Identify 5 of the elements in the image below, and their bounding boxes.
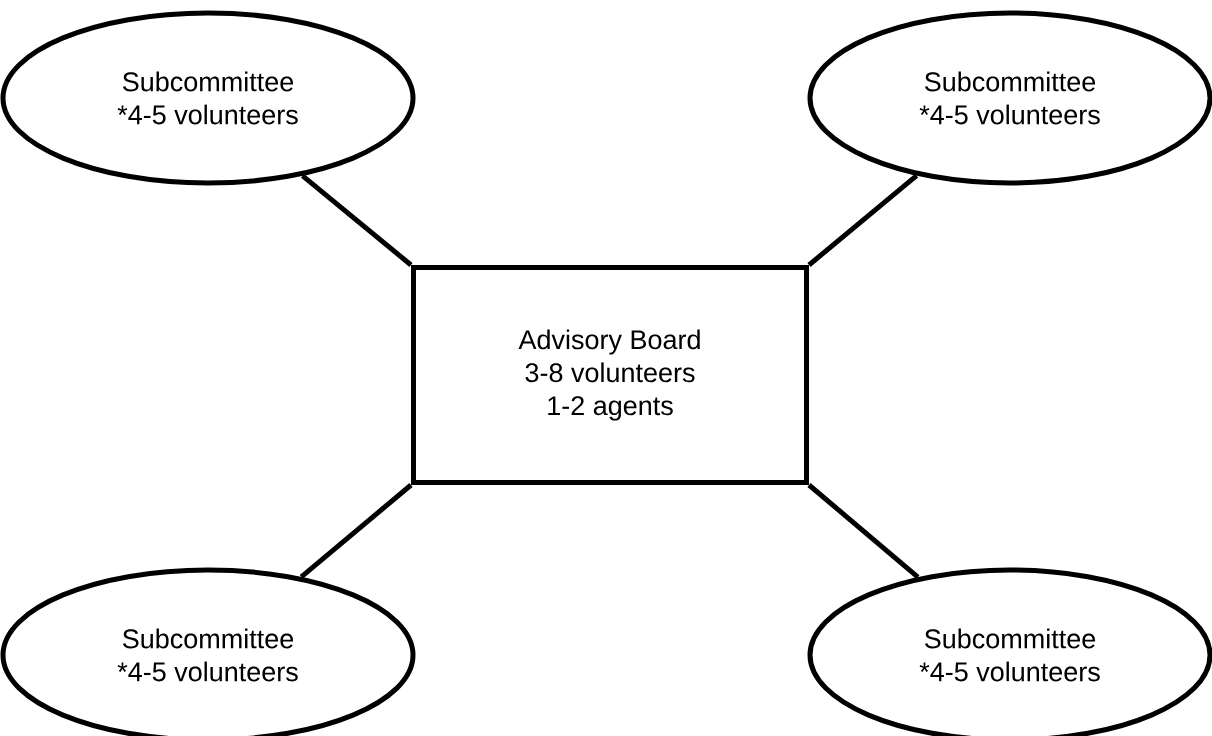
connector-line (299, 483, 413, 579)
connector-line (807, 173, 919, 267)
connector-line (301, 173, 413, 267)
connector-line (807, 483, 920, 579)
board-box: Advisory Board 3-8 volunteers 1-2 agents (411, 265, 809, 485)
